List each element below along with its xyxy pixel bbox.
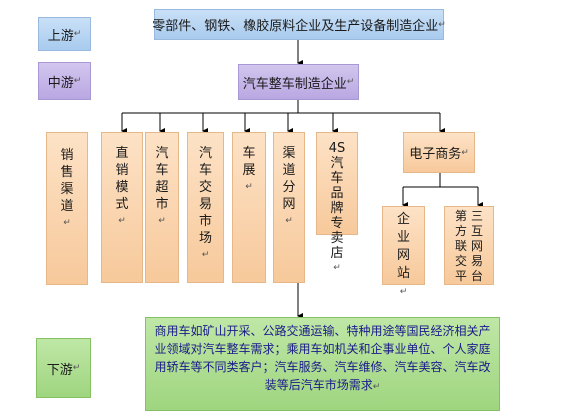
downstream-demand-box: 商用车如矿山开采、公路交通运输、特种用途等国民经济相关产业领域对汽车整车需求；乘… [145, 317, 500, 411]
platform-col-left: 第 方 联 交 平 [454, 209, 467, 283]
stage-midstream: 中游↵ [38, 62, 91, 100]
stage-downstream: 下游↵ [36, 338, 91, 398]
channel-car-supermarket: 汽 车 超 市↵ [145, 132, 179, 283]
enterprise-website-box: 企 业 网 站↵ [382, 206, 425, 297]
upstream-box-text: 零部件、钢铁、橡胶原料企业及生产设备制造企业 [152, 19, 439, 34]
third-party-platform-box: 第 方 联 交 平 三 互 网 易 台 [444, 206, 494, 285]
midstream-box: 汽车整车制造企业↵ [238, 64, 359, 100]
ecommerce-label: 电子商务 [409, 147, 462, 162]
channel-distribution-network: 渠 道 分 网↵ [273, 132, 305, 283]
channel-4s-store: 4S 汽 车 品 牌 专 卖 店↵ [316, 132, 358, 273]
stage-upstream-label: 上游 [47, 28, 74, 44]
stage-upstream: 上游↵ [38, 17, 91, 51]
upstream-box: 零部件、钢铁、橡胶原料企业及生产设备制造企业↵ [152, 9, 446, 40]
stage-midstream-label: 中游 [47, 75, 74, 91]
channel-auto-show: 车 展↵ [232, 132, 266, 283]
midstream-box-text: 汽车整车制造企业 [242, 76, 347, 92]
stage-downstream-label: 下游 [46, 362, 73, 378]
ecommerce-box: 电子商务↵ [403, 132, 475, 173]
channel-direct-sales: 直 销 模 式↵ [101, 132, 143, 283]
sales-channel-box: 销 售 渠 道↵ [46, 132, 88, 285]
platform-col-right: 三 互 网 易 台 [471, 209, 484, 283]
channel-trading-market: 汽 车 交 易 市 场↵ [187, 132, 224, 283]
downstream-demand-text: 商用车如矿山开采、公路交通运输、特种用途等国民经济相关产业领域对汽车整车需求；乘… [154, 324, 491, 392]
